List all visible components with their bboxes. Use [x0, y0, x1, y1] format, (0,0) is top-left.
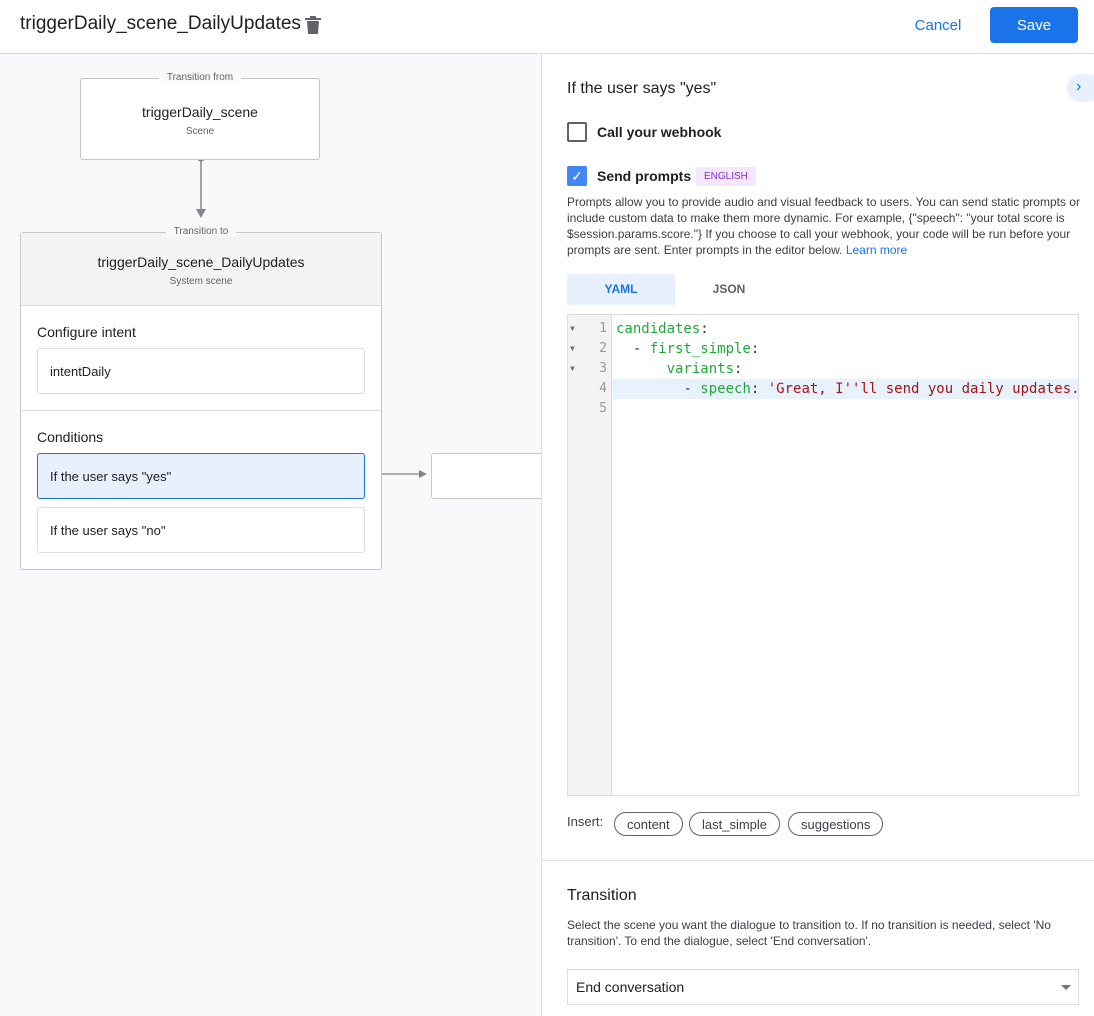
arrow-head	[196, 209, 206, 218]
transition-heading: Transition	[567, 887, 637, 904]
to-scene-node: Transition to triggerDaily_scene_DailyUp…	[20, 226, 382, 570]
scene-name: triggerDaily_scene_DailyUpdates	[97, 254, 305, 270]
to-scene-header[interactable]: Transition to triggerDaily_scene_DailyUp…	[21, 226, 381, 306]
code-line: ▼3 variants:	[570, 361, 751, 377]
insert-last-simple-chip[interactable]: last_simple	[689, 812, 781, 836]
condition-yes[interactable]: If the user says "yes"	[37, 453, 365, 499]
divider	[542, 860, 1094, 861]
tab-json[interactable]: JSON	[712, 282, 746, 296]
code-line: 4 - speech: 'Great, I''ll send you daily…	[568, 379, 1078, 399]
condition-panel: If the user says "yes" › Call your webho…	[541, 54, 1094, 1016]
prompts-description: Prompts allow you to provide audio and v…	[567, 195, 1080, 257]
condition-no[interactable]: If the user says "no"	[37, 507, 365, 553]
yaml-string: 'Great, I''ll send you daily updates.	[767, 381, 1079, 397]
panel-title: If the user says "yes"	[567, 80, 717, 97]
chevron-right-icon[interactable]: ›	[1067, 74, 1094, 102]
save-button[interactable]: Save	[990, 7, 1078, 43]
webhook-checkbox[interactable]	[567, 122, 587, 142]
line-number: 3	[599, 361, 607, 376]
editor-gutter	[568, 315, 612, 795]
arrow-head	[419, 470, 427, 478]
scene-type: System scene	[169, 276, 233, 287]
transition-description: Select the scene you want the dialogue t…	[567, 918, 1051, 948]
learn-more-link[interactable]: Learn more	[845, 243, 908, 257]
divider	[21, 410, 381, 411]
page-title: triggerDaily_scene_DailyUpdates	[20, 13, 301, 34]
transition-select[interactable]: End conversation	[567, 969, 1079, 1005]
configure-intent-heading: Configure intent	[37, 324, 136, 340]
fold-arrow-icon[interactable]: ▼	[570, 364, 575, 373]
line-number: 5	[599, 401, 607, 416]
cancel-button[interactable]: Cancel	[902, 8, 974, 42]
target-scene-node[interactable]	[431, 453, 541, 499]
fold-arrow-icon[interactable]: ▼	[570, 344, 575, 353]
language-badge: ENGLISH	[696, 167, 756, 186]
from-scene-node[interactable]: Transition from triggerDaily_scene Scene	[80, 72, 320, 160]
trash-icon[interactable]	[304, 15, 322, 35]
intent-item[interactable]: intentDaily	[37, 348, 365, 394]
send-prompts-label: Send prompts	[597, 168, 692, 184]
conditions-heading: Conditions	[37, 429, 104, 445]
line-number: 4	[599, 381, 607, 396]
code-line: ▼2 - first_simple:	[570, 341, 768, 357]
line-number: 1	[599, 321, 607, 336]
insert-suggestions-chip[interactable]: suggestions	[788, 812, 884, 836]
insert-content-chip[interactable]: content	[614, 812, 683, 836]
node-legend: Transition from	[158, 72, 242, 83]
node-legend: Transition to	[165, 226, 237, 237]
yaml-key: candidates	[616, 321, 701, 337]
scene-canvas: Transition from triggerDaily_scene Scene…	[0, 54, 541, 1016]
webhook-label: Call your webhook	[597, 124, 722, 140]
code-line: 5	[568, 399, 1078, 419]
tab-yaml[interactable]: YAML	[567, 274, 675, 305]
fold-arrow-icon[interactable]: ▼	[570, 324, 575, 333]
send-prompts-checkbox[interactable]: ✓	[567, 166, 587, 186]
scene-type: Scene	[185, 126, 215, 137]
yaml-key: variants	[666, 361, 735, 377]
header: triggerDaily_scene_DailyUpdates Cancel S…	[0, 0, 1094, 54]
yaml-key: speech	[700, 381, 751, 397]
scene-name: triggerDaily_scene	[142, 104, 258, 120]
insert-label: Insert:	[567, 814, 604, 829]
line-number: 2	[599, 341, 607, 356]
yaml-key: first_simple	[649, 341, 751, 357]
dropdown-arrow-icon	[1061, 985, 1071, 990]
transition-selected: End conversation	[576, 979, 685, 995]
